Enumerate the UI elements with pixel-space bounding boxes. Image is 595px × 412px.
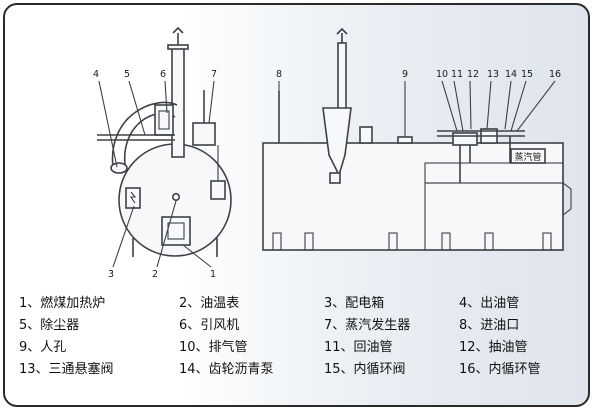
legend-item: 2、油温表: [179, 296, 240, 311]
legend-item: 4、出油管: [459, 296, 520, 311]
legend-item: 5、除尘器: [19, 318, 80, 333]
equipment-diagram: 蒸汽管 4 5 6 7 8 9: [93, 26, 572, 280]
legend-item: 10、排气管: [179, 340, 248, 355]
callout-16: 16: [549, 69, 561, 80]
callout-11: 11: [451, 69, 463, 80]
legend-item: 7、蒸汽发生器: [324, 318, 411, 333]
legend-item: 1、燃煤加热炉: [19, 296, 106, 311]
diagram-frame: 蒸汽管 4 5 6 7 8 9: [3, 3, 590, 407]
legend-item: 6、引风机: [179, 318, 240, 333]
callout-14: 14: [505, 69, 517, 80]
callout-2: 2: [152, 269, 158, 280]
asphalt-tank: 蒸汽管: [262, 27, 572, 251]
legend-item: 3、配电箱: [324, 296, 385, 311]
legend-item: 15、内循环阀: [324, 362, 406, 377]
callout-3: 3: [108, 269, 114, 280]
callout-6: 6: [160, 69, 166, 80]
legend-item: 8、进油口: [459, 318, 520, 333]
legend-item: 11、回油管: [324, 340, 393, 355]
callout-numbers: 4 5 6 7 8 9 10 11 12 13 14 15 16 3 2 1: [93, 69, 561, 280]
steam-pipe-label: 蒸汽管: [514, 151, 541, 163]
callout-1: 1: [210, 269, 216, 280]
coal-heating-furnace: [97, 26, 232, 257]
callout-5: 5: [124, 69, 130, 80]
legend-item: 9、人孔: [19, 340, 67, 355]
callout-12: 12: [467, 69, 479, 80]
callout-10: 10: [436, 69, 448, 80]
callout-8: 8: [276, 69, 282, 80]
legend-item: 16、内循环管: [459, 362, 541, 377]
callout-9: 9: [402, 69, 408, 80]
callout-7: 7: [211, 69, 217, 80]
legend-item: 12、抽油管: [459, 340, 528, 355]
callout-13: 13: [487, 69, 499, 80]
callout-4: 4: [93, 69, 99, 80]
legend-item: 13、三通悬塞阀: [19, 362, 114, 377]
component-legend: 1、燃煤加热炉 2、油温表 3、配电箱 4、出油管 5、除尘器 6、引风机 7、…: [19, 293, 584, 401]
callout-15: 15: [521, 69, 533, 80]
leader-lines: [98, 80, 556, 268]
legend-item: 14、齿轮沥青泵: [179, 362, 274, 377]
